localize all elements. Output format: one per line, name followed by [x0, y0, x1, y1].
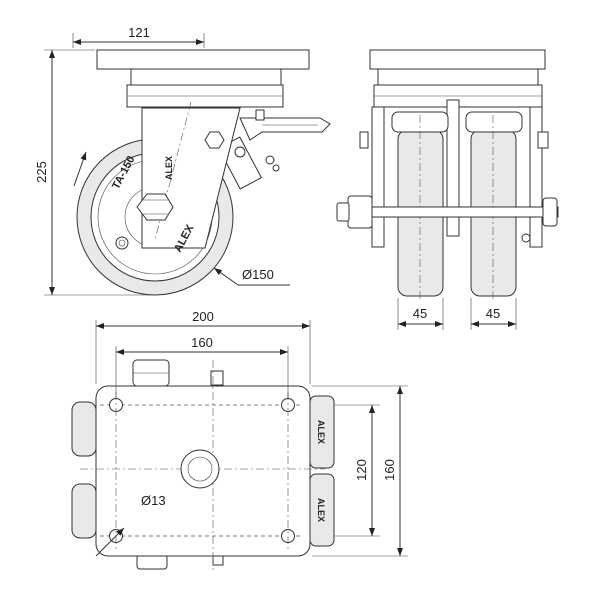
plan-wheel-left-bottom — [71, 483, 97, 539]
dim-front-wheel-left: 45 — [413, 306, 427, 321]
plan-nut-bottom — [136, 554, 168, 570]
front-axle-nut-right — [542, 197, 558, 227]
plan-view: ALEX ALEX 200 160 120 — [71, 309, 408, 570]
side-axle-nut — [136, 193, 174, 221]
plan-wheel-right-top — [309, 395, 335, 469]
front-view: 45 45 — [336, 49, 559, 330]
front-fork-right — [529, 106, 543, 248]
dim-wheel-diameter: Ø150 — [242, 267, 274, 282]
dim-plan-height-total: 160 — [382, 459, 397, 481]
front-top-plate — [369, 49, 546, 70]
side-grease-nipple — [115, 236, 129, 250]
dim-side-top-width: 121 — [128, 25, 150, 40]
dim-plan-height-inner: 120 — [354, 459, 369, 481]
plan-center-hole — [180, 449, 220, 489]
dim-side-height: 225 — [34, 161, 49, 183]
side-view: TA-150 ALEX ALEX 121 225 Ø150 — [34, 25, 331, 296]
dim-plan-hole-spacing: 160 — [191, 335, 213, 350]
front-fork-left — [371, 106, 385, 248]
dim-plan-width-total: 200 — [192, 309, 214, 324]
plan-tread-label-top: ALEX — [316, 420, 326, 444]
dim-front-wheel-right: 45 — [486, 306, 500, 321]
side-top-plate — [96, 49, 310, 70]
front-axle — [345, 206, 559, 218]
fork-brand-label: ALEX — [164, 156, 174, 180]
front-axle-nut-left — [347, 195, 373, 229]
plan-grease-nipple — [210, 370, 224, 386]
plan-wheel-right-bottom — [309, 473, 335, 547]
plan-tread-label-bottom: ALEX — [316, 498, 326, 522]
dim-plan-hole-diameter: Ø13 — [141, 493, 166, 508]
side-brake-pedal — [239, 117, 331, 141]
plan-wheel-left-top — [71, 401, 97, 457]
side-swivel-housing — [130, 68, 282, 86]
